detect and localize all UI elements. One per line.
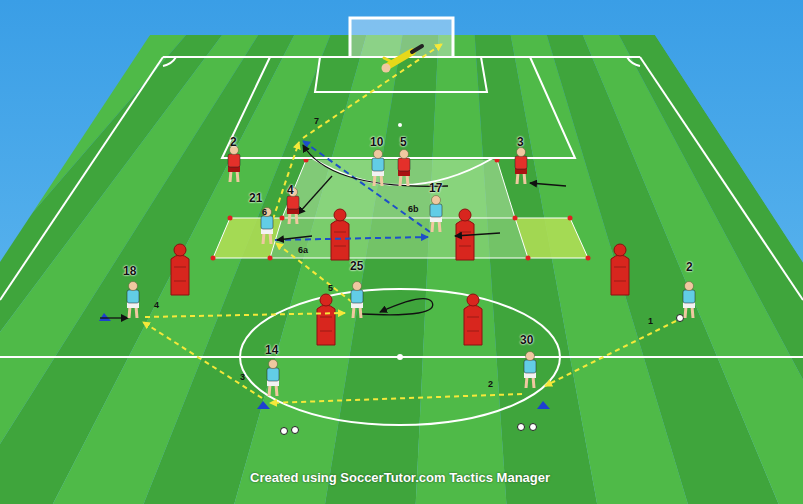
player-shirt	[228, 154, 240, 167]
mannequin-detail	[467, 331, 479, 332]
player-head	[517, 148, 526, 157]
movement-lines	[100, 44, 676, 403]
mannequin-detail	[334, 246, 346, 247]
player-number: 2	[230, 136, 237, 148]
mannequin-detail	[334, 232, 346, 233]
player-head	[400, 150, 409, 159]
player-head	[432, 196, 441, 205]
player-number: 14	[265, 344, 278, 356]
pass-number: 3	[240, 373, 245, 382]
mannequin-detail	[320, 331, 332, 332]
training-zones	[211, 158, 591, 261]
player-head	[269, 360, 278, 369]
player-number: 21	[249, 192, 262, 204]
mannequin-detail	[320, 317, 332, 318]
mannequin-body	[331, 220, 349, 260]
mannequin-body	[317, 305, 335, 345]
players	[127, 146, 695, 397]
mannequin-detail	[614, 281, 626, 282]
pass-number: 5	[328, 284, 333, 293]
pass-number: 1	[648, 317, 653, 326]
pass-number: 7	[314, 117, 319, 126]
player-shirt	[683, 290, 695, 303]
mannequin-detail	[174, 267, 186, 268]
player-shirt	[351, 290, 363, 303]
mannequin-head	[174, 244, 186, 256]
player-number: 30	[520, 334, 533, 346]
player-shirt	[267, 368, 279, 381]
player-shirt	[515, 156, 527, 169]
caption: Created using SoccerTutor.com Tactics Ma…	[250, 471, 550, 484]
mannequin-head	[467, 294, 479, 306]
player-head	[374, 150, 383, 159]
player-shirt	[524, 360, 536, 373]
mannequin-head	[614, 244, 626, 256]
mannequin-detail	[174, 281, 186, 282]
player-shirt	[372, 158, 384, 171]
player-shirt	[430, 204, 442, 217]
pass-number: 6b	[408, 205, 419, 214]
player-head	[353, 282, 362, 291]
grass-stripe	[619, 35, 803, 504]
mannequin-detail	[614, 267, 626, 268]
player-head	[263, 208, 272, 217]
goalkeeper	[382, 46, 423, 73]
goal	[350, 18, 453, 57]
player-number: 2	[686, 261, 693, 273]
mannequin-body	[611, 255, 629, 295]
player-shirt	[127, 290, 139, 303]
player-head	[685, 282, 694, 291]
player-number: 3	[517, 136, 524, 148]
mannequin-head	[459, 209, 471, 221]
player-number: 25	[350, 260, 363, 272]
player-head	[526, 352, 535, 361]
player-shirt	[261, 216, 273, 229]
player-number: 4	[287, 184, 294, 196]
player-shirt	[398, 158, 410, 171]
mannequin-head	[320, 294, 332, 306]
mannequin-detail	[467, 317, 479, 318]
player-number: 18	[123, 265, 136, 277]
mannequin-detail	[459, 232, 471, 233]
pass-number: 6a	[298, 246, 308, 255]
pass-number: 2	[488, 380, 493, 389]
grass-stripes	[0, 35, 803, 504]
pitch-lines	[0, 57, 803, 425]
mannequin-body	[464, 305, 482, 345]
mannequin-detail	[459, 246, 471, 247]
player-number: 5	[400, 136, 407, 148]
pass-number: 6	[262, 208, 267, 217]
player-shirt	[287, 196, 299, 209]
mannequins	[171, 209, 629, 345]
equipment	[99, 313, 684, 435]
player-head	[129, 282, 138, 291]
player-number: 10	[370, 136, 383, 148]
mannequin-body	[456, 220, 474, 260]
pass-number: 4	[154, 301, 159, 310]
player-number: 17	[429, 182, 442, 194]
mannequin-head	[334, 209, 346, 221]
mannequin-body	[171, 255, 189, 295]
